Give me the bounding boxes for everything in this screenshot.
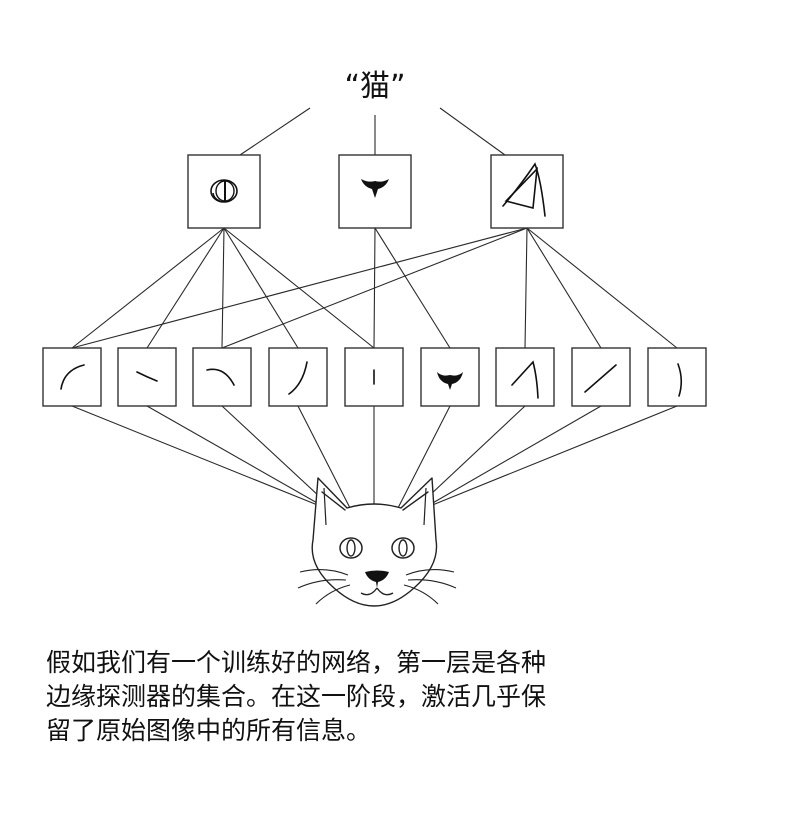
edges-bottom [71,405,678,511]
caption-line-2: 边缘探测器的集合。在这一阶段，激活几乎保 [46,682,547,711]
ear-tip-icon [511,360,539,399]
cat-label: “猫” [344,69,405,104]
edge-box-4 [268,347,328,407]
feature-box-eye [187,154,261,229]
curve-left-icon [60,364,85,390]
cat-whiskers [297,569,457,605]
cat-nose [365,570,389,588]
edge-box-2 [117,347,177,407]
edge-box-7 [495,347,555,407]
edge-box-8 [571,347,631,407]
cat-face-illustration [297,477,457,607]
edges-top [239,107,506,156]
caption-text: 假如我们有一个训练好的网络，第一层是各种 边缘探测器的集合。在这一阶段，激活几乎… [46,646,686,748]
edge-box-6 [420,347,480,407]
cat-left-eye [339,537,363,559]
nose-blob-icon [437,372,463,390]
cat-feature-hierarchy-diagram: “猫” [42,69,707,607]
arc-icon [206,368,235,386]
caption-line-1: 假如我们有一个训练好的网络，第一层是各种 [46,648,547,677]
short-stroke-icon [136,371,158,382]
diagonal-line-icon [584,364,617,393]
edges-middle [71,227,678,349]
cat-nose-icon [361,179,389,198]
curve-right-icon [288,361,308,395]
edge-box-5 [344,347,404,407]
cat-eye-icon [210,179,238,203]
feature-box-ear [490,154,564,229]
caption-line-3: 留了原始图像中的所有信息。 [46,716,372,745]
cat-ear-icon [502,162,546,217]
edge-box-1 [42,347,102,407]
edge-feature-row [42,347,707,407]
edge-box-3 [192,347,252,407]
feature-box-nose [338,154,412,229]
cat-right-eye [391,537,415,559]
slight-curve-icon [677,363,683,397]
edge-box-9 [647,347,707,407]
